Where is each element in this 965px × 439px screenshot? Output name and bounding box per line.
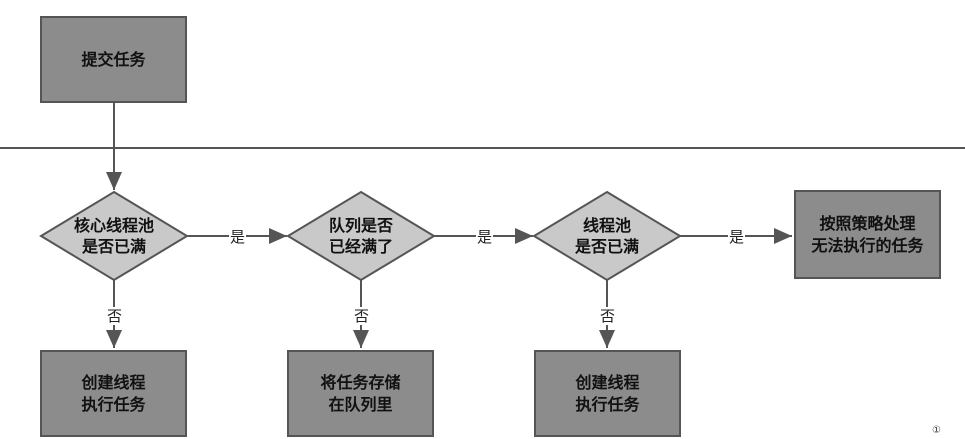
decision-1-line2: 是否已满 xyxy=(81,237,146,256)
outcome-2-line2: 在队列里 xyxy=(328,394,393,414)
decision-2-text: 队列是否 已经满了 xyxy=(301,214,421,258)
submit-task-label: 提交任务 xyxy=(81,49,146,69)
decision-1-text: 核心线程池 是否已满 xyxy=(54,214,174,258)
no-label-1: 否 xyxy=(106,307,124,325)
outcome-1-line1: 创建线程 xyxy=(81,372,146,392)
decision-2-line1: 队列是否 xyxy=(328,216,393,235)
rejection-policy-box: 按照策略处理 无法执行的任务 xyxy=(794,190,941,279)
decision-3-line2: 是否已满 xyxy=(574,237,639,256)
outcome-2-line1: 将任务存储 xyxy=(320,372,401,392)
outcome-3-line1: 创建线程 xyxy=(575,372,640,392)
submit-task-box: 提交任务 xyxy=(40,16,187,103)
yes-label-2: 是 xyxy=(476,228,494,246)
outcome-4-line1: 按照策略处理 xyxy=(819,213,916,233)
decision-3-text: 线程池 是否已满 xyxy=(547,214,667,258)
decision-1-line1: 核心线程池 xyxy=(73,216,154,235)
store-in-queue-box: 将任务存储 在队列里 xyxy=(287,350,434,437)
yes-label-3: 是 xyxy=(728,228,746,246)
create-thread-box-1: 创建线程 执行任务 xyxy=(40,350,187,437)
no-label-2: 否 xyxy=(353,307,371,325)
outcome-1-line2: 执行任务 xyxy=(81,394,146,414)
outcome-4-line2: 无法执行的任务 xyxy=(811,235,924,255)
outcome-3-line2: 执行任务 xyxy=(575,394,640,414)
footnote-marker: ① xyxy=(932,425,941,436)
decision-2-line2: 已经满了 xyxy=(328,237,393,256)
yes-label-1: 是 xyxy=(229,228,247,246)
no-label-3: 否 xyxy=(599,307,617,325)
create-thread-box-2: 创建线程 执行任务 xyxy=(534,350,681,437)
decision-3-line1: 线程池 xyxy=(582,216,631,235)
